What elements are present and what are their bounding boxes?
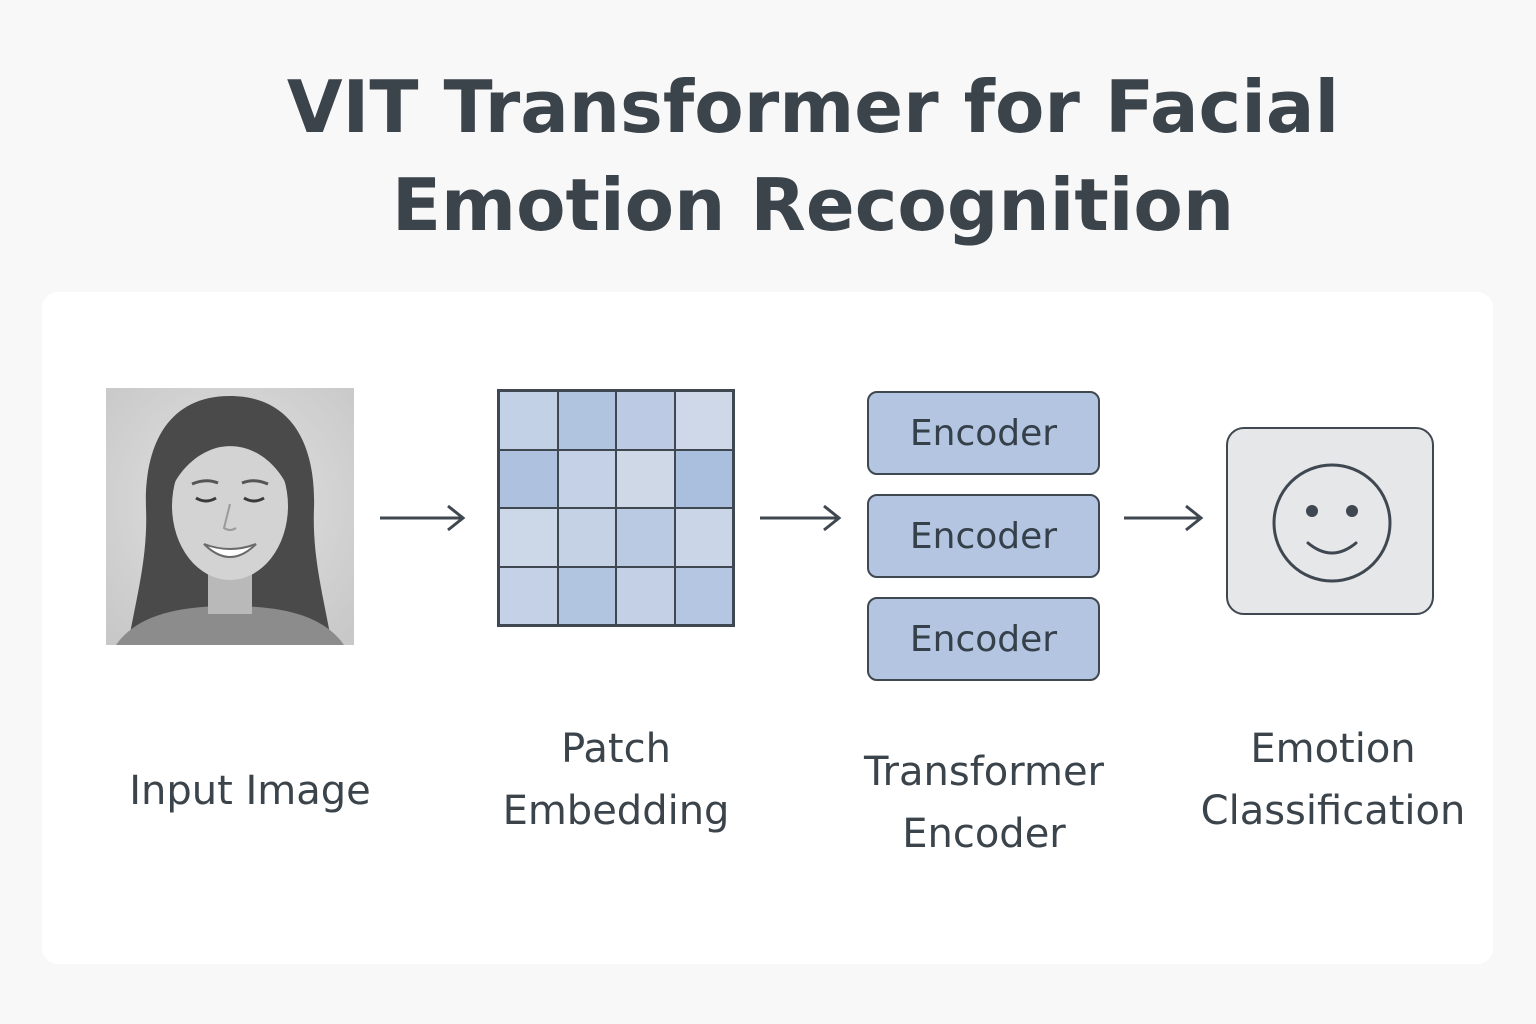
patch-cell <box>616 449 675 508</box>
label-input-image-text: Input Image <box>129 768 371 814</box>
patch-cell <box>499 566 558 625</box>
label-input-image: Input Image <box>100 760 400 822</box>
title-line-1: VIT Transformer for Facial <box>286 65 1340 149</box>
label-patch-embedding: Patch Embedding <box>466 718 766 842</box>
patch-cell <box>557 566 616 625</box>
patch-cell <box>557 391 616 450</box>
face-photo-icon <box>106 388 354 645</box>
arrow-right-icon <box>1122 503 1206 533</box>
arrow-right-icon <box>758 503 844 533</box>
patch-cell <box>674 566 733 625</box>
patch-cell <box>557 508 616 567</box>
patch-cell <box>499 449 558 508</box>
label-patch-line-2: Embedding <box>502 788 730 834</box>
encoder-block: Encoder <box>867 597 1100 681</box>
label-patch-line-1: Patch <box>561 726 671 772</box>
patch-grid <box>497 389 735 627</box>
label-transformer-encoder: Transformer Encoder <box>834 741 1134 865</box>
patch-cell <box>674 449 733 508</box>
encoder-block: Encoder <box>867 391 1100 475</box>
smiley-face-icon <box>1226 427 1434 615</box>
patch-cell <box>616 391 675 450</box>
patch-cell <box>499 391 558 450</box>
patch-cell <box>499 508 558 567</box>
label-emotion-classification: Emotion Classification <box>1168 718 1498 842</box>
encoder-block: Encoder <box>867 494 1100 578</box>
diagram-title: VIT Transformer for Facial Emotion Recog… <box>0 58 1536 254</box>
patch-cell <box>616 566 675 625</box>
arrow-right-icon <box>378 503 468 533</box>
patch-cell <box>616 508 675 567</box>
label-transformer-line-2: Encoder <box>902 811 1066 857</box>
title-line-2: Emotion Recognition <box>391 163 1235 247</box>
label-transformer-line-1: Transformer <box>863 749 1105 795</box>
patch-cell <box>557 449 616 508</box>
label-emotion-line-1: Emotion <box>1250 726 1416 772</box>
label-emotion-line-2: Classification <box>1200 788 1466 834</box>
patch-cell <box>674 391 733 450</box>
patch-cell <box>674 508 733 567</box>
